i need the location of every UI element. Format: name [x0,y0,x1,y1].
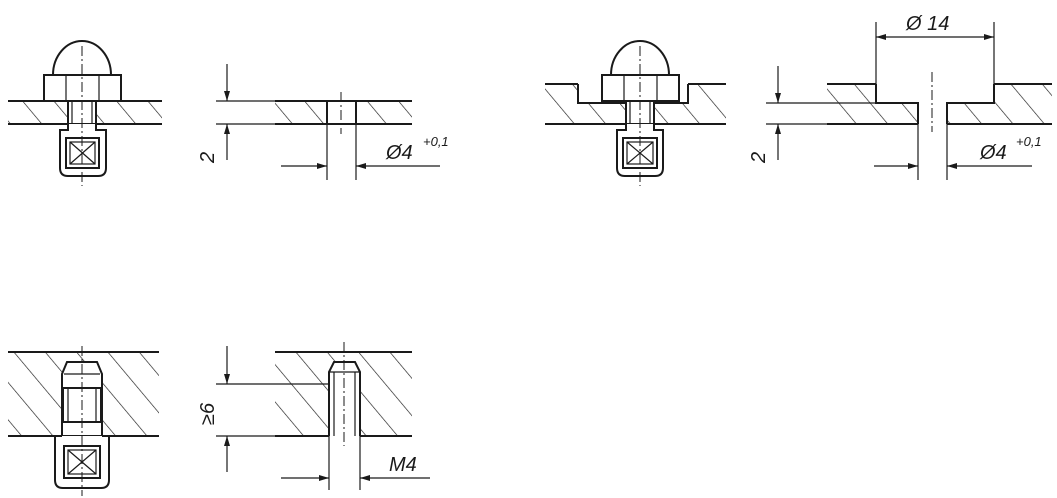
knob-head [43,40,122,102]
dim-depth-label: 2 [197,152,219,164]
dim-depth-label: ≥6 [197,402,219,425]
figure-counterbore-mounted [545,40,726,186]
dim-thread-label: M4 [389,454,417,476]
figure-through-hole-section: 2 Ø4 +0,1 [197,64,449,180]
figure-threaded-mounted [8,346,159,496]
dim-counterbore-label: Ø 14 [905,13,949,35]
figure-through-hole-mounted [8,40,162,186]
dim-diameter-label: Ø4 [385,142,413,164]
figure-threaded-section: ≥6 M4 [197,342,430,490]
dim-diameter-label: Ø4 [979,142,1007,164]
dim-tolerance-label: +0,1 [1016,134,1042,149]
figure-counterbore-section: Ø 14 2 Ø4 +0,1 [748,13,1052,180]
dim-tolerance-label: +0,1 [423,134,449,149]
dim-depth-label: 2 [748,152,770,164]
